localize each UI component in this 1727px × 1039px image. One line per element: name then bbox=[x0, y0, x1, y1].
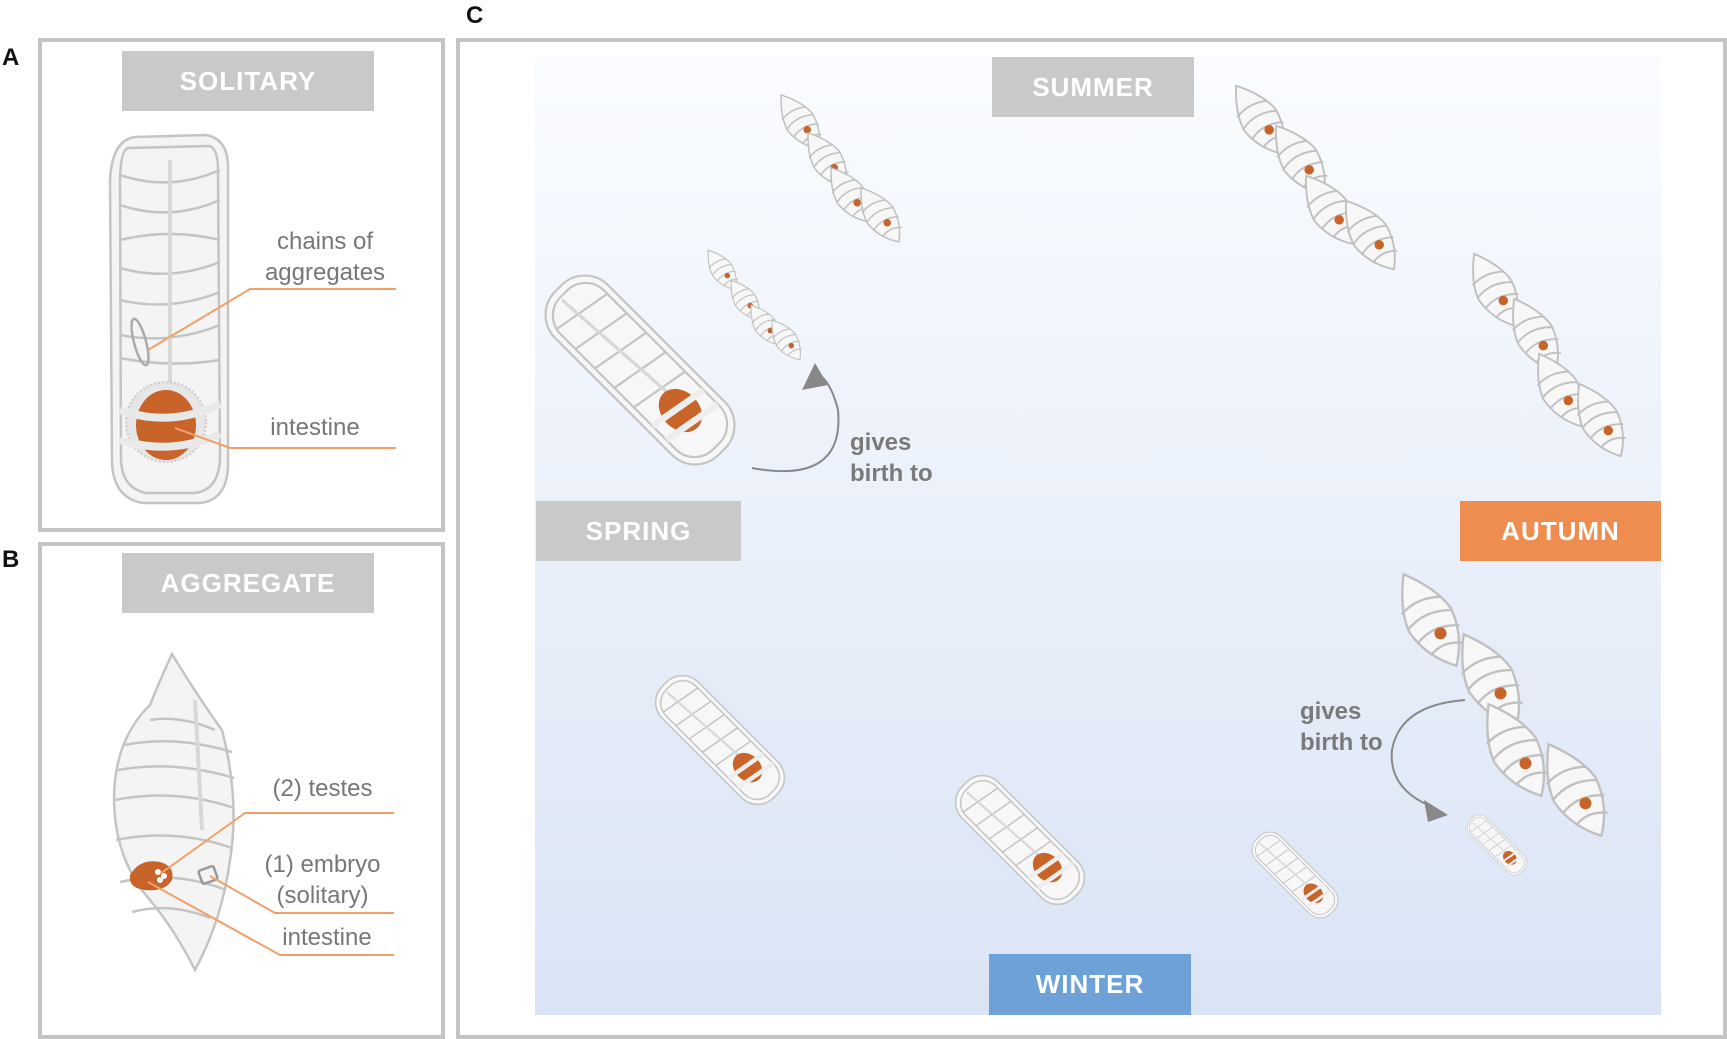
arrow-head-spring bbox=[802, 363, 828, 390]
aggregate-title: AGGREGATE bbox=[122, 553, 374, 613]
panel-b bbox=[38, 542, 445, 1039]
intestine-label-b: intestine bbox=[282, 924, 372, 951]
curved-arrow-icon-autumn bbox=[1390, 699, 1466, 809]
summer-label: SUMMER bbox=[992, 57, 1194, 117]
testes-label: (2) testes bbox=[272, 775, 373, 802]
spring-label: SPRING bbox=[536, 501, 741, 561]
gives-birth-to-label-2: gives birth to bbox=[1300, 698, 1383, 756]
gut-icon bbox=[129, 861, 173, 891]
autumn-label: AUTUMN bbox=[1460, 501, 1661, 561]
gives-birth-to-label-1: gives birth to bbox=[850, 429, 933, 487]
panel-c-letter: C bbox=[466, 2, 484, 29]
curved-arrow-icon-spring bbox=[751, 374, 840, 473]
solitary-title: SOLITARY bbox=[122, 51, 374, 111]
panel-b-letter: B bbox=[2, 546, 20, 573]
embryo-label: (1) embryo (solitary) bbox=[264, 851, 381, 909]
salp-aggregate-icon bbox=[112, 651, 235, 973]
chains-of-aggregates-label: chains of aggregates bbox=[264, 228, 386, 286]
intestine-label-a: intestine bbox=[270, 414, 360, 441]
panel-a-leader-lines bbox=[147, 288, 396, 449]
panel-a bbox=[38, 38, 445, 532]
panel-b-leader-lines bbox=[147, 812, 394, 956]
winter-label: WINTER bbox=[989, 954, 1191, 1015]
arrow-head-autumn bbox=[1424, 800, 1448, 822]
panel-a-letter: A bbox=[2, 44, 20, 71]
